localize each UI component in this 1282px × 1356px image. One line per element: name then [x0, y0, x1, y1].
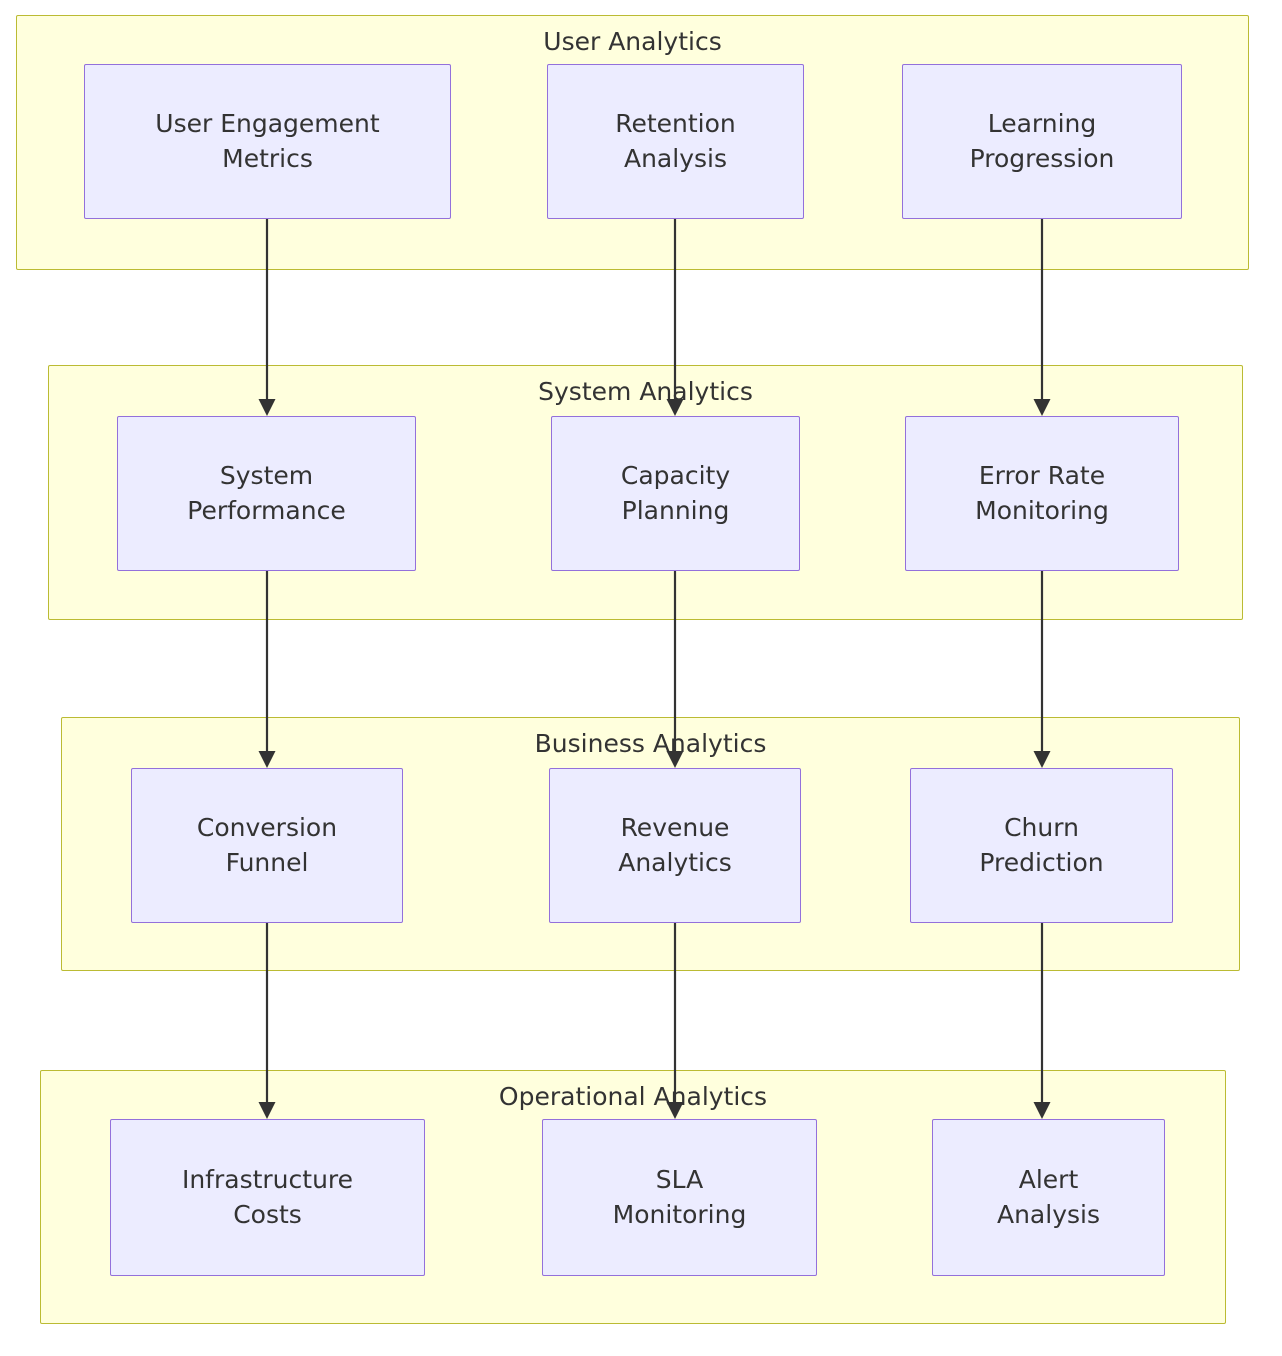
- node-label-line: Conversion: [196, 813, 338, 842]
- node-label-line: SLA: [655, 1165, 704, 1194]
- node-label-line: Retention: [615, 109, 736, 138]
- node-label-line: Analysis: [623, 143, 727, 173]
- cluster-title-operational-analytics: Operational Analytics: [498, 1082, 768, 1111]
- node-label-line: Churn: [1004, 813, 1079, 842]
- cluster-title-user-analytics: User Analytics: [543, 27, 722, 56]
- node-label-line: User Engagement: [155, 109, 380, 138]
- node-label-line: Monitoring: [975, 495, 1109, 525]
- node-sla-monitoring[interactable]: SLA Monitoring: [542, 1119, 817, 1276]
- node-label-line: System: [219, 461, 314, 490]
- node-label-line: Learning: [987, 109, 1097, 138]
- cluster-title-system-analytics: System Analytics: [538, 377, 753, 406]
- node-label-line: Monitoring: [612, 1199, 747, 1229]
- node-label-line: Performance: [187, 495, 346, 525]
- node-label-line: Planning: [621, 495, 730, 525]
- node-label-line: Funnel: [225, 847, 309, 877]
- node-label-line: Analysis: [996, 1199, 1100, 1229]
- cluster-title-business-analytics: Business Analytics: [534, 729, 767, 758]
- node-label-line: Error Rate: [978, 461, 1106, 490]
- node-label-line: Progression: [969, 143, 1115, 173]
- node-label-line: Prediction: [979, 847, 1104, 877]
- node-label-line: Capacity: [620, 461, 731, 490]
- node-label-line: Infrastructure: [181, 1165, 354, 1194]
- node-label-line: Costs: [233, 1199, 302, 1229]
- node-label-line: Analytics: [618, 847, 732, 877]
- node-label-line: Metrics: [222, 143, 313, 173]
- node-label-line: Revenue: [620, 813, 730, 842]
- node-label-line: Alert: [1018, 1165, 1079, 1194]
